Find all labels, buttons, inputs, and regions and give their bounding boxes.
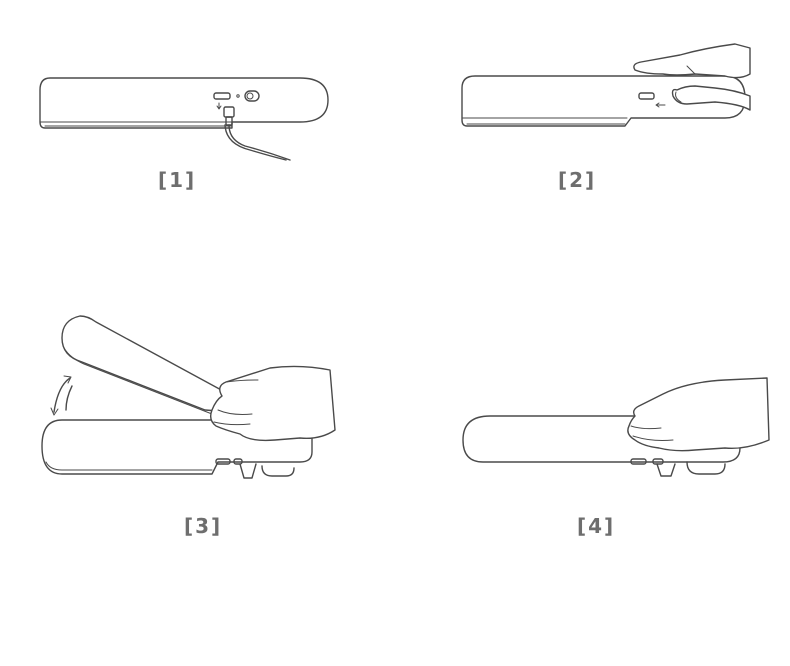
- step-2-label: [2]: [558, 168, 597, 192]
- step-3-panel: [3]: [0, 230, 395, 570]
- device-charging-illustration: [39, 77, 329, 161]
- step-4-label: [4]: [577, 514, 616, 538]
- step-1-label: [1]: [158, 168, 197, 192]
- device-holding-illustration: [462, 377, 770, 477]
- device-button-press-illustration: [461, 43, 751, 127]
- step-1-panel: [1]: [0, 0, 395, 230]
- device-rotate-illustration: [41, 315, 336, 479]
- step-2-panel: [2]: [395, 0, 790, 230]
- step-3-label: [3]: [184, 514, 223, 538]
- step-4-panel: [4]: [395, 230, 790, 570]
